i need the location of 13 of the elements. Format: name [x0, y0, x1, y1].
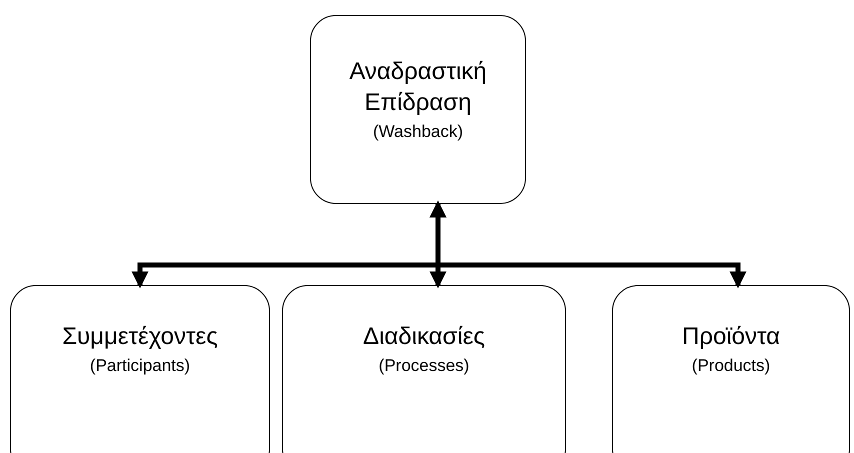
- arrow: [430, 200, 746, 288]
- node-subtitle: (Participants): [90, 355, 190, 378]
- rounded-box: [282, 285, 566, 453]
- node-title: Αναδραστική Επίδραση: [348, 57, 488, 118]
- node-subtitle: (Washback): [372, 121, 464, 144]
- node-title: Προϊόντα: [682, 322, 780, 352]
- rounded-box: [10, 285, 270, 453]
- node-subtitle: (Processes): [378, 355, 470, 378]
- node-subtitle: (Products): [692, 355, 770, 378]
- node-title: Διαδικασίες: [363, 322, 485, 352]
- rounded-box: [612, 285, 850, 453]
- rounded-box: [310, 15, 526, 204]
- node-title: Συμμετέχοντες: [62, 322, 218, 352]
